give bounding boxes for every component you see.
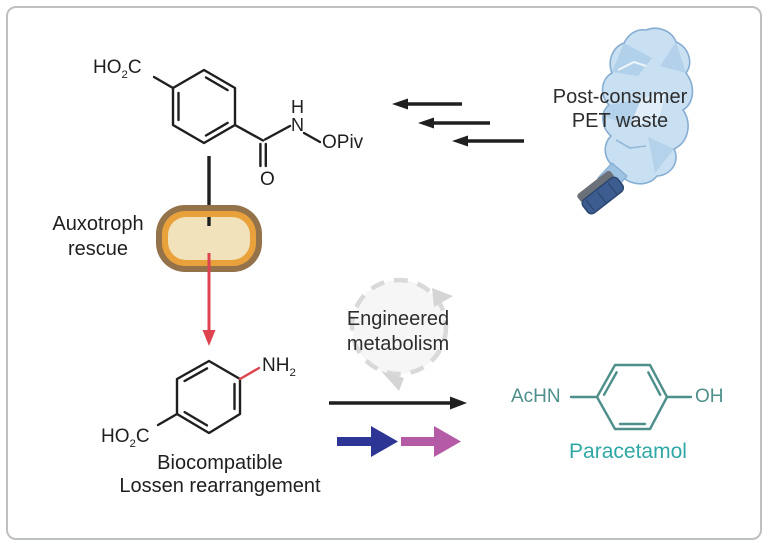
bacterium-capsule-icon [156, 205, 262, 272]
depolymerization-arrows-icon [392, 98, 524, 147]
acid-bond [156, 412, 179, 427]
amide-n-label: N [291, 115, 304, 135]
benzene-ring [175, 359, 242, 435]
bottle-cap [577, 170, 625, 215]
pet-waste-label: Post-consumer PET waste [553, 85, 688, 133]
engineered-line2: metabolism [346, 333, 450, 355]
achn-label: AcHN [511, 386, 561, 407]
opiv-label: OPiv [322, 132, 364, 153]
pet-waste-line1: Post-consumer [552, 86, 688, 108]
oh-label: OH [695, 386, 724, 407]
formula-part: C [135, 426, 150, 447]
lossen-caption-line2: Lossen rearrangement [119, 475, 321, 497]
formula-part: C [127, 57, 142, 78]
amine-bond [238, 366, 261, 381]
pet-waste-line2: PET waste [571, 110, 669, 132]
auxotroph-rescue-label: Auxotroph rescue [52, 212, 143, 262]
acid-bond [152, 75, 175, 90]
carbonyl-n-bond [263, 124, 292, 141]
lossen-product-arrow-icon [202, 253, 216, 346]
auxotroph-line2: rescue [67, 238, 129, 260]
lossen-caption-line1: Biocompatible [157, 452, 283, 474]
engineered-line1: Engineered [346, 308, 450, 330]
metabolism-arrow-icon [329, 396, 467, 410]
pet-bottle-icon [577, 27, 694, 215]
formula-sub: 2 [289, 366, 296, 379]
formula-part: HO [101, 426, 130, 447]
paba-molecule [156, 359, 261, 435]
n-opiv-bond [302, 131, 322, 144]
lossen-caption: Biocompatible Lossen rearrangement [119, 452, 320, 498]
paracetamol-molecule [569, 363, 693, 431]
figure-border [6, 6, 762, 540]
amide-h-label: H [291, 97, 304, 117]
formula-part: NH [262, 355, 290, 376]
formula-part: HO [93, 57, 122, 78]
benzene-ring [595, 363, 669, 431]
paracetamol-label: Paracetamol [569, 440, 687, 463]
auxotroph-line1: Auxotroph [52, 213, 144, 235]
ring-carbonyl-bond [233, 123, 265, 142]
ho2c-label-top: HO2C [93, 57, 142, 81]
nh2-label: NH2 [262, 355, 296, 379]
step-arrow-magenta [401, 426, 461, 457]
monomer-molecule [152, 68, 322, 168]
carbonyl-o-label: O [260, 169, 275, 190]
benzene-ring [171, 68, 237, 145]
step-arrow-blue [337, 426, 398, 457]
ho2c-label-bottom: HO2C [101, 426, 150, 450]
formula-sub: 2 [121, 68, 128, 81]
engineered-metabolism-label: Engineered metabolism [347, 307, 449, 357]
metabolism-cycle-icon [349, 277, 453, 391]
formula-sub: 2 [129, 437, 136, 450]
